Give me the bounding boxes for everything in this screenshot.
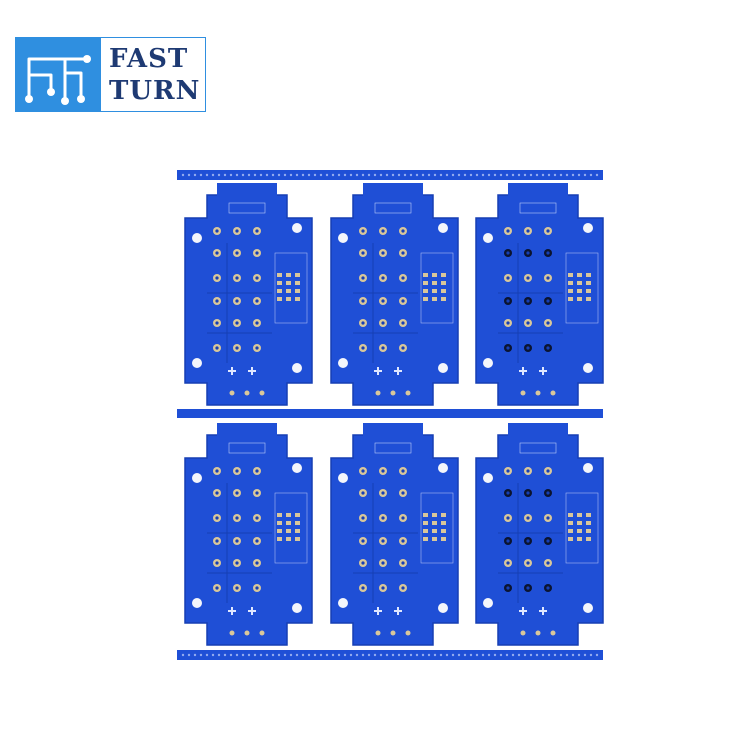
pcb-board — [475, 183, 604, 406]
logo-line-turn: TURN — [109, 75, 201, 106]
pcb-board — [475, 423, 604, 646]
logo-line-fast: FAST — [109, 43, 189, 74]
circuit-trace-icon — [15, 37, 100, 112]
pcb-board — [330, 183, 459, 406]
pcb-panel-photo — [175, 165, 605, 665]
panel-rail-middle — [177, 409, 603, 418]
panel-rail-top — [177, 170, 603, 180]
pcb-board — [330, 423, 459, 646]
pcb-panel-illustration — [177, 170, 604, 660]
pcb-board — [184, 183, 313, 406]
panel-rail-bottom — [177, 650, 603, 660]
pcb-board — [184, 423, 313, 646]
fast-turn-logo: FAST TURN — [15, 37, 206, 112]
logo-wordmark: FAST TURN — [100, 37, 206, 112]
